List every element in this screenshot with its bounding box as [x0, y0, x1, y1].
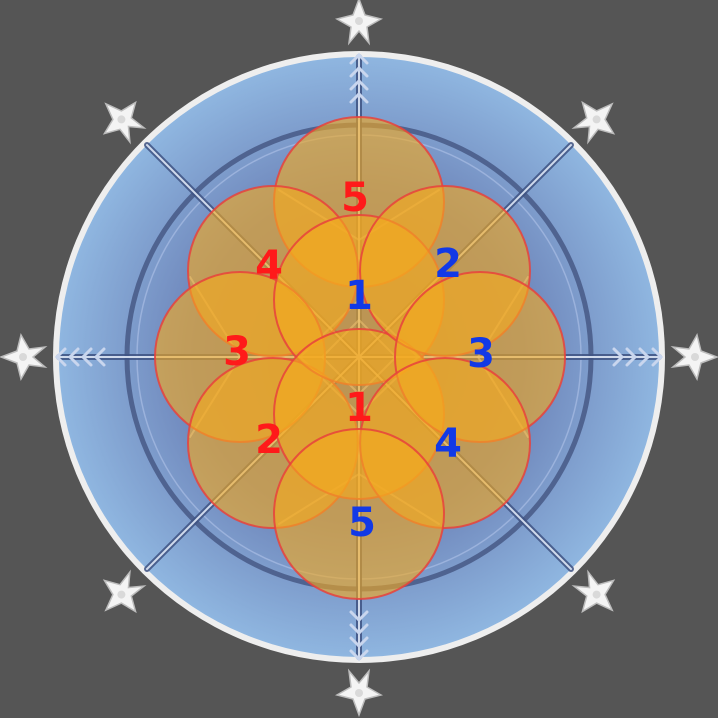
order-label-circle-upper-left: 4: [255, 243, 283, 289]
order-label-circle-center-lower: 1: [345, 385, 373, 431]
order-label-circle-right: 3: [467, 331, 495, 377]
aoe-group: [154, 116, 566, 600]
aoe-circle-bottom: [273, 428, 445, 600]
order-label-circle-upper-right: 2: [434, 241, 462, 287]
shuriken-icon: [336, 670, 382, 716]
order-label-circle-lower-left: 2: [255, 417, 283, 463]
order-label-circle-left: 3: [223, 329, 251, 375]
shuriken-icon: [672, 334, 718, 380]
order-label-circle-top: 5: [341, 175, 369, 221]
shuriken-icon: [0, 334, 46, 380]
shuriken-icon: [336, 0, 382, 44]
order-label-circle-lower-right: 4: [434, 421, 462, 467]
order-label-circle-center-upper: 1: [345, 273, 373, 319]
order-label-circle-bottom: 5: [348, 500, 376, 546]
